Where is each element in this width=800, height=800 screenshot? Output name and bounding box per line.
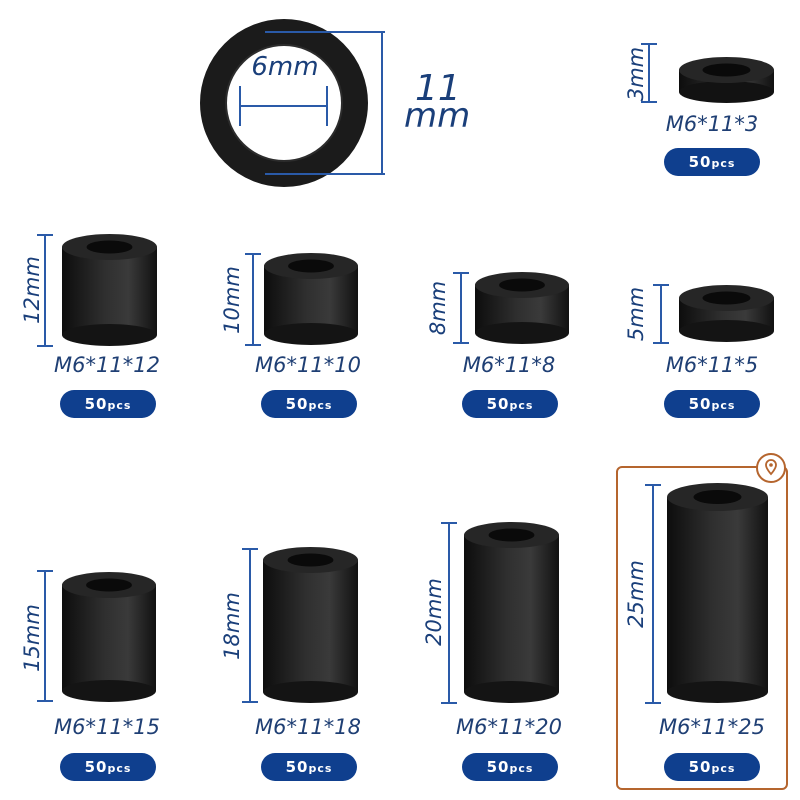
inner-diameter-label: 6mm: [251, 52, 319, 82]
spacer-m8: [475, 272, 569, 344]
qty-badge-m12: 50pcs: [60, 390, 156, 418]
spacer-m20: [464, 522, 559, 703]
model-label-m12: M6*11*12: [54, 353, 160, 377]
selected-item-highlight: [616, 466, 788, 790]
length-label-m12: 12mm: [20, 256, 44, 324]
length-label-m5: 5mm: [624, 286, 648, 342]
qty-badge-m8: 50pcs: [462, 390, 558, 418]
model-label-m25: M6*11*25: [659, 715, 765, 739]
spacer-m25: [667, 483, 768, 703]
spacer-m15: [62, 572, 156, 702]
length-label-m15: 15mm: [20, 604, 44, 672]
model-label-m18: M6*11*18: [255, 715, 361, 739]
dim-bracket-m5: [653, 284, 669, 344]
dim-bracket-m12: [37, 234, 53, 347]
length-label-m3: 3mm: [624, 46, 648, 102]
qty-badge-m3: 50pcs: [664, 148, 760, 176]
spacer-m18: [263, 547, 358, 703]
qty-badge-m5: 50pcs: [664, 390, 760, 418]
hero-ring-diagram: [200, 19, 385, 187]
qty-badge-m18: 50pcs: [261, 753, 357, 781]
outer-diameter-label-number: 11: [415, 68, 461, 109]
model-label-m5: M6*11*5: [665, 353, 759, 377]
length-label-m20: 20mm: [422, 578, 446, 646]
dim-bracket-m15: [37, 570, 53, 702]
length-label-m10: 10mm: [220, 266, 244, 334]
dim-bracket-m18: [242, 548, 258, 703]
dim-bracket-m20: [441, 522, 457, 704]
qty-badge-m25: 50pcs: [664, 753, 760, 781]
dim-bracket-m25: [645, 484, 661, 704]
length-label-m8: 8mm: [426, 280, 450, 336]
qty-badge-m15: 50pcs: [60, 753, 156, 781]
outer-diameter-label-unit: mm: [404, 96, 471, 136]
model-label-m3: M6*11*3: [665, 112, 759, 136]
spacer-m5: [679, 285, 774, 342]
spacer-m12: [62, 234, 157, 346]
model-label-m8: M6*11*8: [462, 353, 556, 377]
length-label-m25: 25mm: [624, 560, 648, 628]
location-pin-icon[interactable]: [756, 453, 786, 483]
dim-bracket-m3: [641, 43, 657, 103]
spacer-m3: [679, 57, 774, 103]
dim-bracket-m10: [245, 253, 261, 346]
model-label-m15: M6*11*15: [54, 715, 160, 739]
qty-badge-m10: 50pcs: [261, 390, 357, 418]
model-label-m20: M6*11*20: [456, 715, 562, 739]
model-label-m10: M6*11*10: [255, 353, 361, 377]
dim-bracket-m8: [453, 272, 469, 344]
qty-badge-m20: 50pcs: [462, 753, 558, 781]
spacer-m10: [264, 253, 358, 345]
length-label-m18: 18mm: [220, 592, 244, 660]
